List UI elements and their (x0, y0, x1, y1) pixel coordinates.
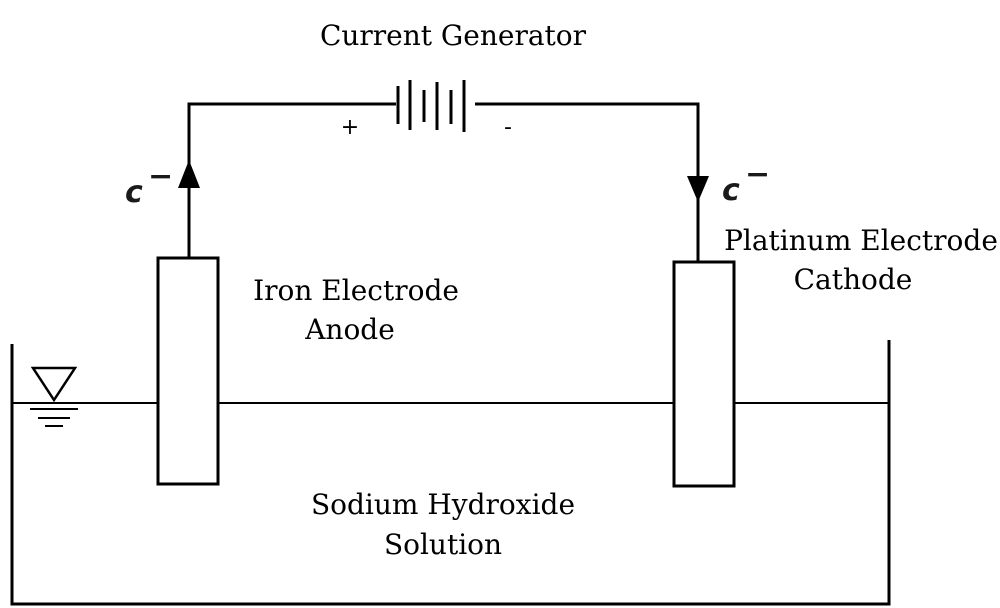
tank-container (10, 340, 891, 606)
solution-label-line2: Solution (384, 528, 502, 561)
electron-label-right-sup: − (745, 157, 770, 192)
platinum-electrode-cathode (672, 260, 736, 488)
electron-label-left-sup: − (148, 159, 173, 194)
cathode-label-line1: Platinum Electrode (724, 224, 998, 257)
arrow-down-icon (687, 176, 709, 202)
generator-label: Current Generator (320, 19, 587, 52)
circuit-wire-left (187, 102, 396, 258)
anode-label-line1: Iron Electrode (253, 274, 459, 307)
circuit-wire-right (475, 102, 700, 262)
battery-icon (396, 80, 466, 132)
cathode-label-line2: Cathode (794, 263, 913, 296)
anode-label-line2: Anode (304, 313, 395, 346)
solution-label-line1: Sodium Hydroxide (311, 488, 575, 521)
arrow-up-icon (178, 160, 200, 188)
electron-label-right: c (722, 173, 740, 208)
positive-terminal-label: + (341, 115, 359, 140)
negative-terminal-label: - (504, 115, 512, 140)
electron-label-left: c (125, 175, 143, 210)
water-level-icon (30, 366, 78, 427)
iron-electrode-anode (156, 256, 220, 486)
